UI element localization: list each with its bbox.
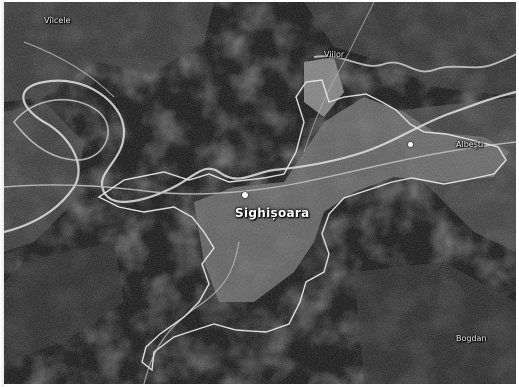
city-boundary [97, 79, 507, 372]
scan-edge [0, 0, 4, 387]
river-main [4, 79, 516, 234]
road-north [303, 2, 375, 153]
map-canvas[interactable] [4, 2, 516, 384]
east-pin[interactable] [408, 142, 413, 147]
river-north [313, 53, 516, 73]
city-center-pin[interactable] [242, 192, 248, 198]
road-northwest [23, 41, 115, 98]
image-grain [4, 2, 516, 384]
river-oxbow [12, 98, 109, 161]
road-main [4, 141, 516, 195]
satellite-map[interactable]: Sighișoara Vîlcele Viilor Albești Bogdan [4, 2, 516, 384]
